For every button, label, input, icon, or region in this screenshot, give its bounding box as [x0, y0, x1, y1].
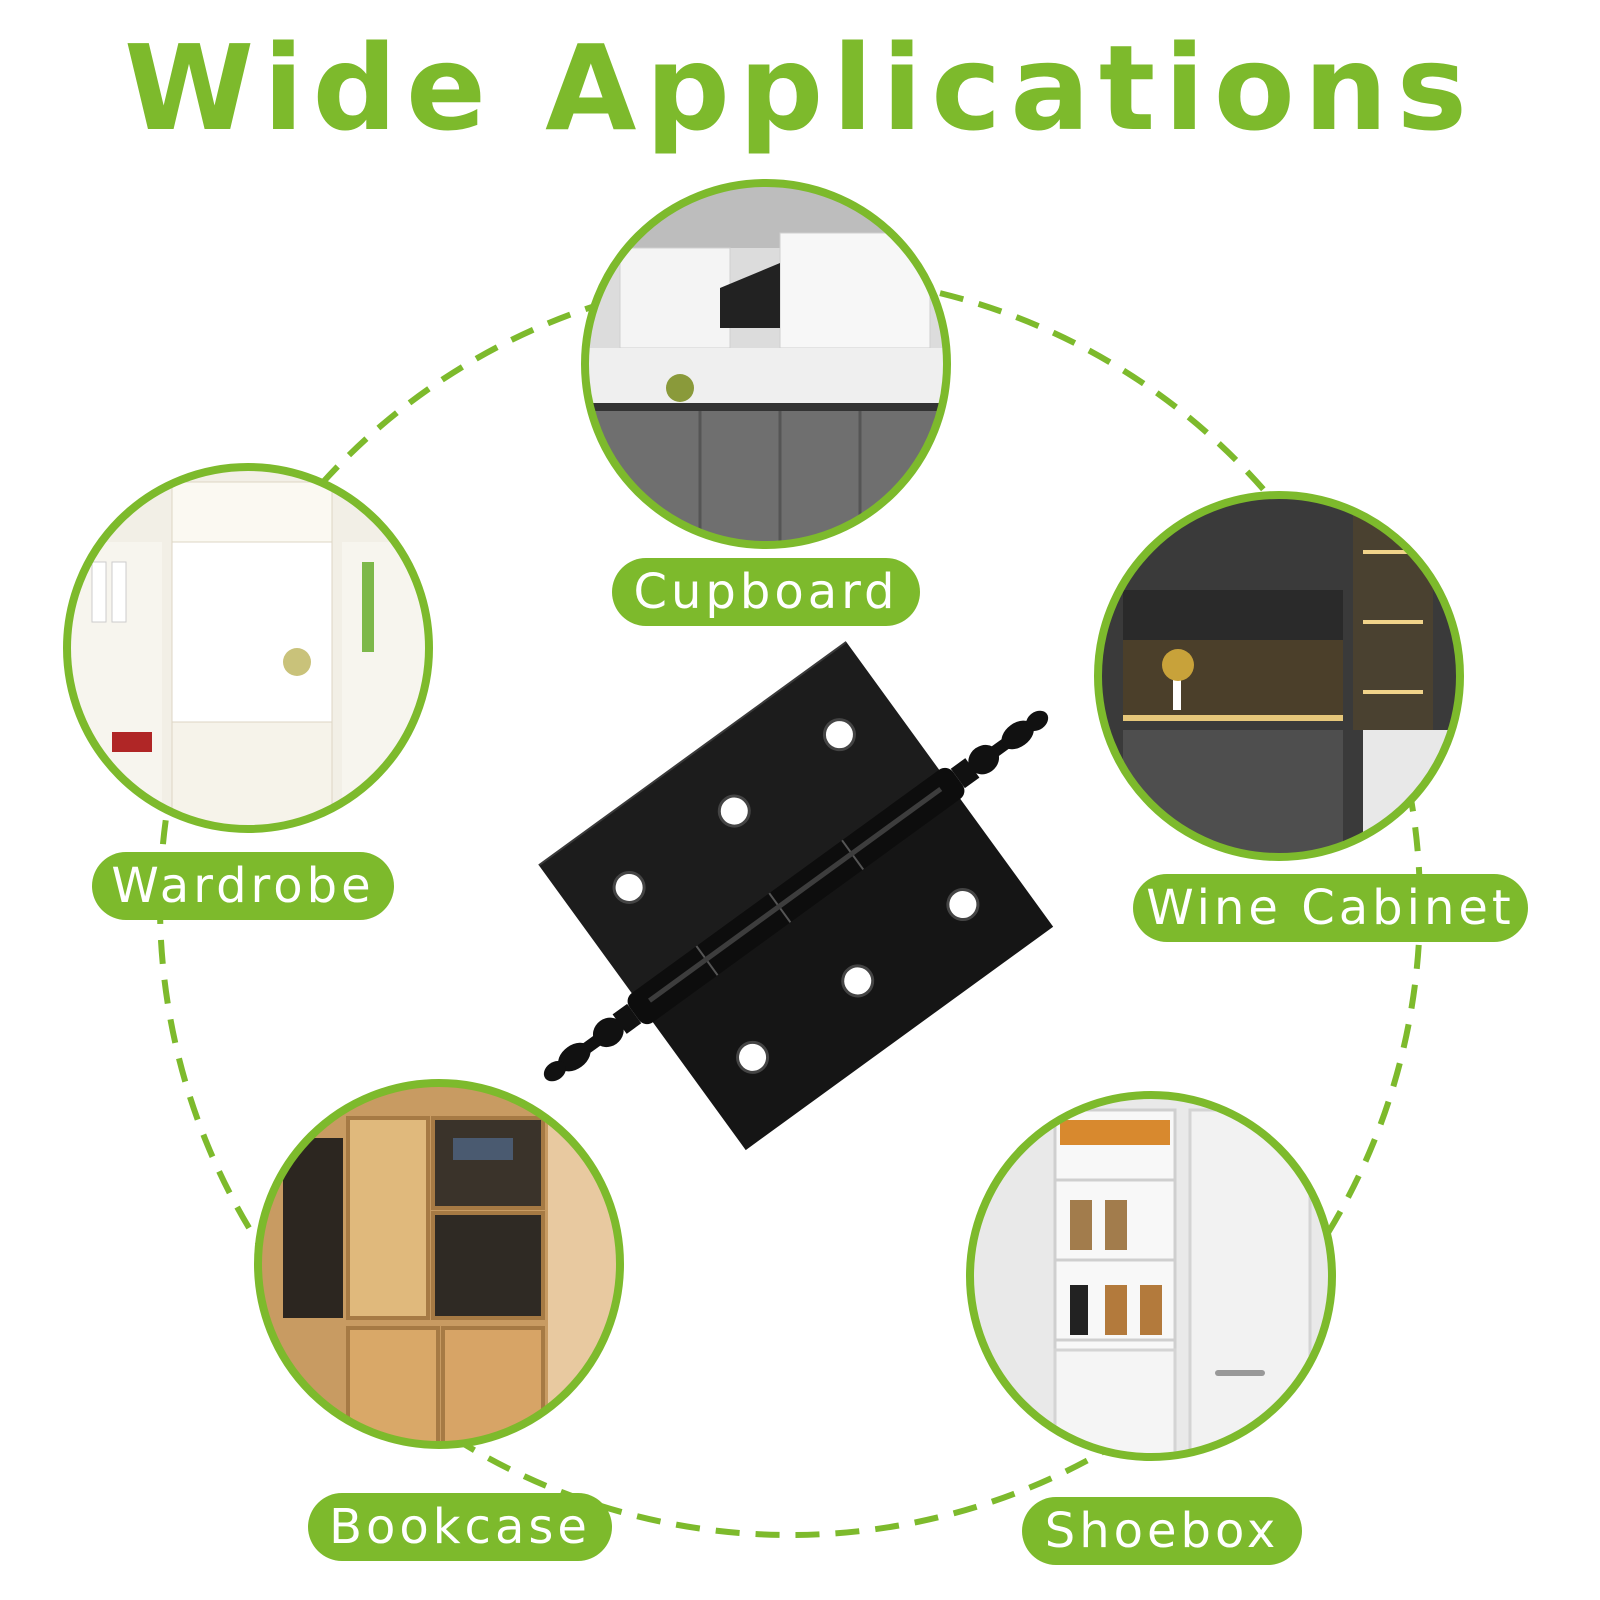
bookcase-photo — [254, 1079, 624, 1449]
hinge-screw-holes — [612, 718, 980, 1074]
label-cupboard: Cupboard — [612, 558, 920, 626]
label-wine-cabinet: Wine Cabinet — [1133, 874, 1528, 942]
label-wardrobe: Wardrobe — [92, 852, 394, 920]
label-shoebox: Shoebox — [1022, 1497, 1302, 1565]
shoebox-photo — [966, 1091, 1336, 1461]
hinge-finial-right — [950, 710, 1049, 789]
label-bookcase: Bookcase — [308, 1493, 612, 1561]
wine-cabinet-photo — [1094, 491, 1464, 861]
cupboard-photo — [581, 179, 951, 549]
page-title: Wide Applications — [123, 19, 1477, 157]
wardrobe-photo — [63, 463, 433, 833]
hinge-finial-left — [543, 1003, 642, 1082]
